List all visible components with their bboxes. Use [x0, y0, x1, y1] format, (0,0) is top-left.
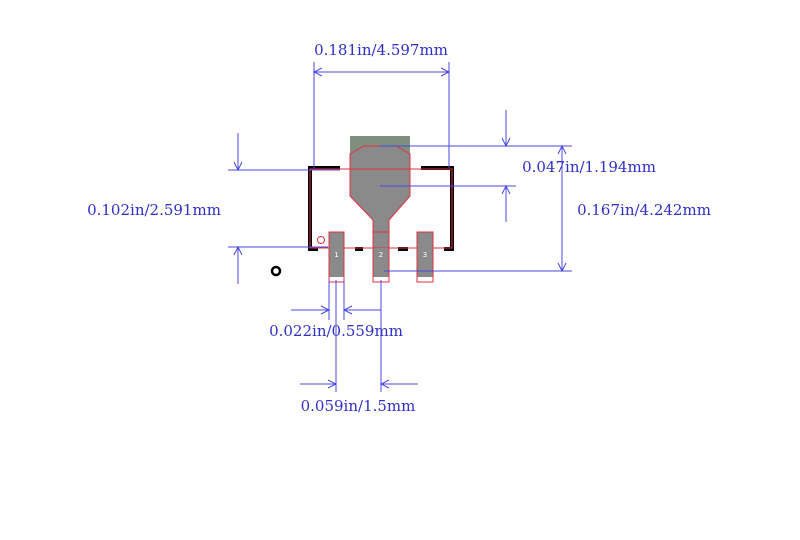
dim-overall-height: 0.167in/4.242mm — [384, 144, 711, 273]
pin1-marker-icon — [270, 265, 282, 277]
dim-overall-height-label: 0.167in/4.242mm — [577, 201, 711, 219]
pin1-ring-icon — [317, 236, 325, 244]
dim-body-height-label: 0.102in/2.591mm — [87, 201, 221, 219]
dim-body-height: 0.102in/2.591mm — [87, 133, 340, 284]
dim-top-width: 0.181in/4.597mm — [312, 41, 451, 168]
dim-tab-height: 0.047in/1.194mm — [380, 110, 656, 222]
pad-1: 1 — [328, 231, 345, 283]
pin-label-1: 1 — [334, 251, 338, 259]
dim-pitch: 0.059in/1.5mm — [300, 280, 418, 415]
pin-label-3: 3 — [423, 251, 427, 259]
pin-label-2: 2 — [379, 251, 383, 259]
dim-top-width-label: 0.181in/4.597mm — [314, 41, 448, 59]
pad-3: 3 — [416, 231, 434, 283]
dim-pitch-label: 0.059in/1.5mm — [301, 397, 416, 415]
dim-tab-height-label: 0.047in/1.194mm — [522, 158, 656, 176]
